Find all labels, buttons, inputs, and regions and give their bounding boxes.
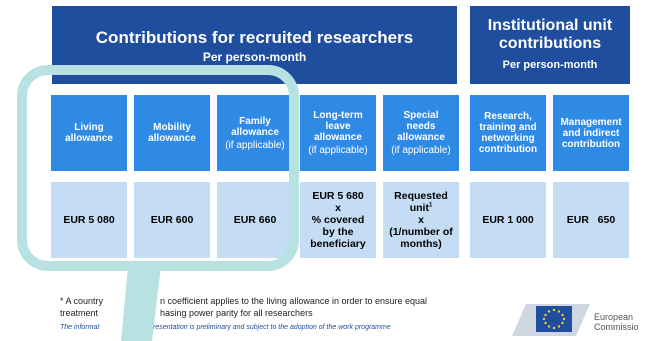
value-amount: EUR 1 000 (482, 213, 534, 226)
category-special-needs-allowance: Special needs allowance (if applicable) (383, 95, 459, 171)
institutional-title-line2: contributions (498, 35, 602, 52)
disclaimer: The informat resentation is preliminary a… (60, 324, 500, 334)
value-family-allowance: EUR 660 (217, 182, 293, 258)
value-line: % covered (311, 213, 365, 226)
value-amount: EUR 5 080 (63, 213, 115, 226)
value-line: (1/number of (389, 226, 453, 239)
category-mobility-allowance: Mobility allowance (134, 95, 210, 171)
category-label: Mobility (153, 122, 191, 133)
ec-logo-line2: Commissio (594, 322, 639, 333)
value-unit-text: unit (409, 201, 429, 214)
category-note: (if applicable) (308, 145, 368, 156)
category-label: allowance (397, 132, 445, 143)
value-line: unit1 (410, 202, 433, 214)
value-line: EUR 5 680 (312, 189, 364, 202)
category-label: allowance (65, 133, 113, 144)
value-line: beneficiary (310, 238, 366, 251)
value-operator: x (418, 213, 424, 226)
category-label: Family (239, 115, 271, 127)
footnote-text: n coefficient applies to the living allo… (160, 296, 428, 306)
value-long-term-leave-allowance: EUR 5 680 x % covered by the beneficiary (300, 182, 376, 258)
category-label: training and (479, 122, 537, 133)
footnote-marker: 1 (428, 202, 433, 209)
category-label: Management (560, 116, 622, 128)
category-label: Long-term (313, 110, 363, 121)
category-label: leave (325, 121, 351, 132)
category-label: allowance (148, 133, 196, 144)
category-label: contribution (478, 144, 538, 155)
category-label: allowance (314, 132, 362, 143)
category-management-contribution: Management and indirect contribution (553, 95, 629, 171)
value-amount: EUR 600 (150, 213, 194, 226)
disclaimer-text: resentation is preliminary and subject t… (153, 324, 391, 331)
category-label: allowance (231, 126, 279, 138)
category-label: and indirect (562, 127, 620, 139)
value-living-allowance: EUR 5 080 (51, 182, 127, 258)
category-long-term-leave-allowance: Long-term leave allowance (if applicable… (300, 95, 376, 171)
footnote-text: * A country (60, 296, 104, 306)
institutional-header: Institutional unit contributions Per per… (470, 6, 630, 84)
disclaimer-text: The informat (60, 324, 100, 331)
category-label: networking (481, 133, 535, 144)
ec-logo-text: European Commissio (594, 312, 639, 333)
eu-flag-icon (512, 304, 590, 336)
value-line: by the (322, 226, 354, 239)
category-label: contribution (561, 138, 621, 150)
footnote-line-1: * A country n coefficient applies to the … (60, 296, 580, 308)
category-living-allowance: Living allowance (51, 95, 127, 171)
category-family-allowance: Family allowance (if applicable) (217, 95, 293, 171)
value-amount: EUR 660 (233, 213, 277, 226)
value-line: Requested (394, 189, 448, 202)
ec-logo: European Commissio (512, 300, 646, 340)
value-operator: x (335, 201, 341, 214)
recruited-header-title: Contributions for recruited researchers (95, 28, 414, 47)
value-amount: EUR 650 (566, 213, 616, 226)
institutional-header-subtitle: Per person-month (502, 59, 598, 71)
category-label: Special (403, 110, 439, 121)
footnote-text: hasing power parity for all researchers (160, 308, 313, 318)
value-mobility-allowance: EUR 600 (134, 182, 210, 258)
recruited-header-subtitle: Per person-month (202, 50, 307, 64)
footnote-text: treatment (60, 308, 99, 318)
value-management-contribution: EUR 650 (553, 182, 629, 258)
category-research-training-contribution: Research, training and networking contri… (470, 95, 546, 171)
institutional-title-line1: Institutional unit (487, 17, 613, 34)
magnifier-lens (17, 65, 299, 271)
value-special-needs-allowance: Requested unit1 x (1/number of months) (383, 182, 459, 258)
value-research-training-contribution: EUR 1 000 (470, 182, 546, 258)
category-label: Research, (484, 111, 532, 122)
magnifier-handle (121, 266, 161, 341)
footnote-line-2: treatment hasing power parity for all res… (60, 308, 580, 320)
value-line: months) (400, 238, 442, 251)
category-note: (if applicable) (391, 145, 451, 156)
category-note: (if applicable) (225, 139, 285, 151)
category-label: Living (74, 122, 104, 133)
category-label: needs (406, 121, 436, 132)
ec-logo-line1: European (594, 312, 634, 322)
